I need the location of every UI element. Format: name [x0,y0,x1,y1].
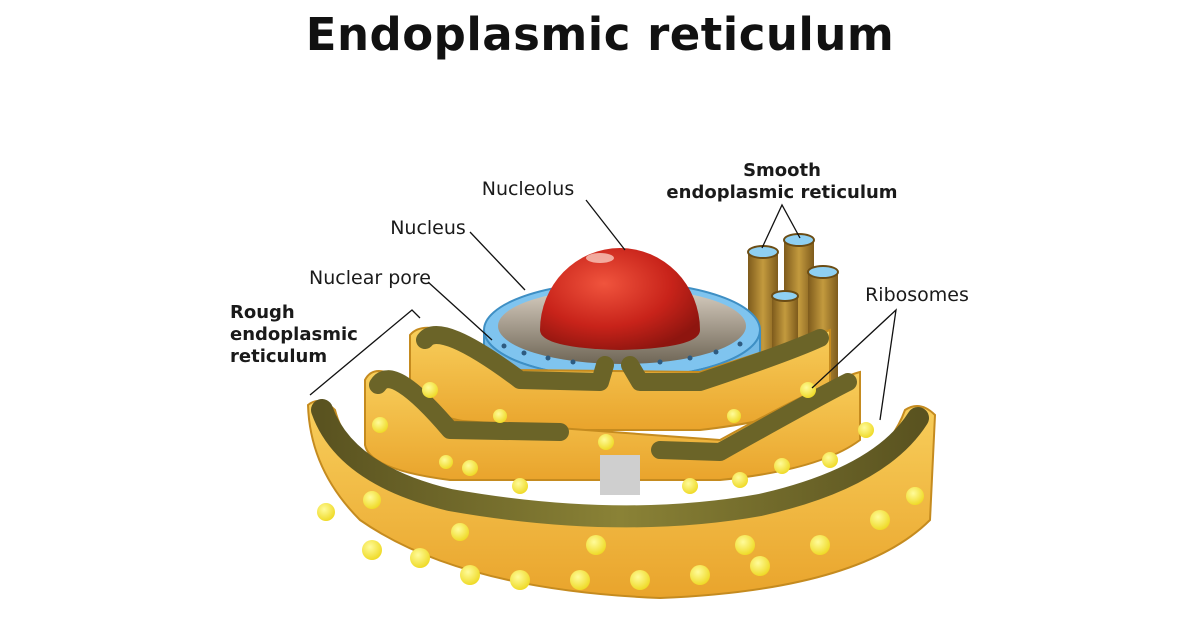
label-nuclear-pore: Nuclear pore [309,267,431,289]
label-rough-er-line2: endoplasmic [230,324,358,345]
label-smooth-er-line2: endoplasmic reticulum [666,182,897,203]
label-nucleus: Nucleus [390,217,466,239]
label-smooth-er-line1: Smooth [743,160,821,181]
nucleolus [540,248,700,350]
er-gap [600,455,640,495]
nuclear-pores [501,341,743,365]
label-rough-er-line3: reticulum [230,346,327,367]
ribosomes [317,382,924,590]
leader-lines [309,199,897,421]
label-nucleolus: Nucleolus [482,178,575,200]
diagram-title: Endoplasmic reticulum [305,8,895,61]
label-ribosomes: Ribosomes [865,284,969,306]
rough-er [306,326,937,600]
label-rough-er-line1: Rough [230,302,295,323]
